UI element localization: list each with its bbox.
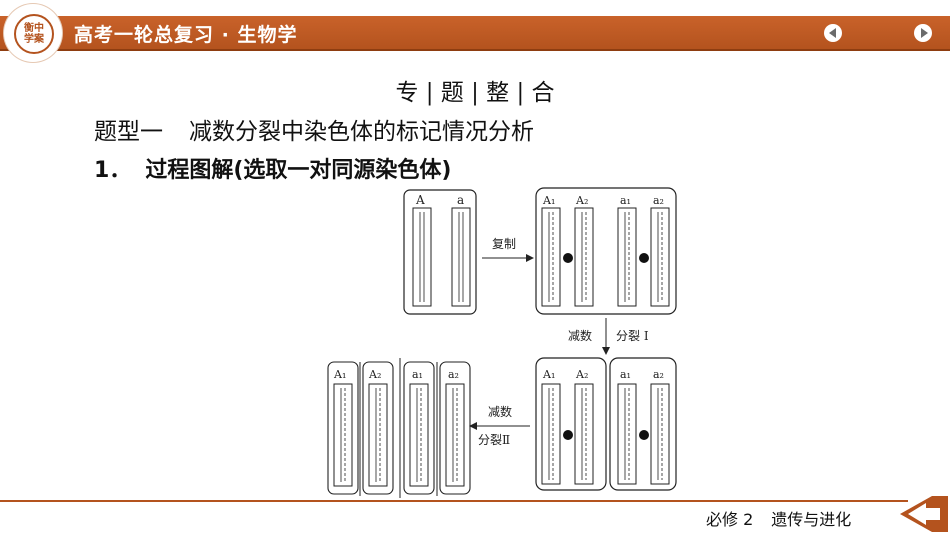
arrow-meiosis2-line2: 分裂Ⅱ (478, 433, 510, 447)
centromere-a (639, 253, 649, 263)
next-page-button[interactable] (914, 24, 932, 42)
chromosome-a (451, 207, 471, 307)
chevron-right-icon (920, 28, 928, 38)
point-number: 1． (94, 158, 132, 183)
stage1-cell: A a (403, 189, 477, 315)
return-arrow-icon (908, 503, 940, 525)
chromosome-A (412, 207, 432, 307)
stage3-cell-right: a₁ a₂ (609, 357, 677, 491)
footer-line (0, 500, 908, 502)
section-title: 专 | 题 | 整 | 合 (0, 73, 950, 107)
stage1-label-a: a (457, 193, 464, 207)
gamete-A1 (327, 361, 359, 495)
stage4-label-a2: a₂ (448, 368, 459, 381)
stage3-label-a1: a₁ (620, 368, 631, 381)
logo-text: 衡中学案 (24, 23, 44, 45)
chromatid-A1 (541, 207, 561, 307)
logo: 衡中学案 (4, 4, 62, 62)
meiosis-diagram: A a 复制 A₁ A₂ a₁ a₂ 减数 分裂 Ⅰ (327, 187, 677, 498)
stage3-label-a2: a₂ (653, 368, 664, 381)
stage2-label-A1: A₁ (542, 194, 555, 207)
stage2-label-a2: a₂ (653, 194, 664, 207)
stage2-label-A2: A₂ (575, 194, 588, 207)
arrow-meiosis1-right: 分裂 Ⅰ (616, 329, 649, 343)
arrow-meiosis1-left: 减数 (568, 328, 592, 343)
return-button[interactable] (898, 494, 948, 534)
section-title-text: 专 | 题 | 整 | 合 (395, 80, 555, 106)
stage2-label-a1: a₁ (620, 194, 631, 207)
stage4-label-A1: A₁ (333, 368, 346, 381)
prev-page-button[interactable] (824, 24, 842, 42)
stage3-label-A2: A₂ (575, 368, 588, 381)
stage3-centromere-A (563, 430, 573, 440)
chevron-left-icon (828, 28, 836, 38)
stage2-cell: A₁ A₂ a₁ a₂ (535, 187, 677, 315)
chromatid-A2 (574, 207, 594, 307)
stage4-label-A2: A₂ (368, 368, 381, 381)
point-text: 过程图解(选取一对同源染色体) (145, 158, 452, 183)
gamete-a1 (403, 361, 435, 495)
header-title: 高考一轮总复习 · 生物学 (74, 24, 298, 46)
stage1-label-A: A (415, 193, 425, 207)
question-type-topic: 减数分裂中染色体的标记情况分析 (189, 119, 534, 145)
header: 衡中学案 高考一轮总复习 · 生物学 (0, 0, 950, 62)
header-bar (0, 16, 950, 51)
subheading: 题型一减数分裂中染色体的标记情况分析 (94, 112, 534, 146)
question-type-label: 题型一 (94, 119, 163, 145)
stage4-cells: A₁ A₂ a₁ a₂ (327, 358, 471, 498)
stage4-label-a1: a₁ (412, 368, 423, 381)
centromere-A (563, 253, 573, 263)
arrow-meiosis2-line1: 减数 (488, 404, 512, 419)
logo-seal: 衡中学案 (14, 14, 54, 54)
footer-unit: 遗传与进化 (771, 510, 852, 529)
point-heading: 1． 过程图解(选取一对同源染色体) (94, 152, 451, 184)
chromatid-a2 (650, 207, 670, 307)
arrow-replicate-label: 复制 (492, 237, 516, 251)
stage3-cell-left: A₁ A₂ (535, 357, 607, 491)
chromatid-a1 (617, 207, 637, 307)
footer-course: 必修 2 (706, 510, 754, 529)
stage3-label-A1: A₁ (542, 368, 555, 381)
gamete-A2 (362, 361, 394, 495)
footer-text: 必修 2 遗传与进化 (706, 506, 851, 530)
stage3-centromere-a (639, 430, 649, 440)
gamete-a2 (439, 361, 471, 495)
